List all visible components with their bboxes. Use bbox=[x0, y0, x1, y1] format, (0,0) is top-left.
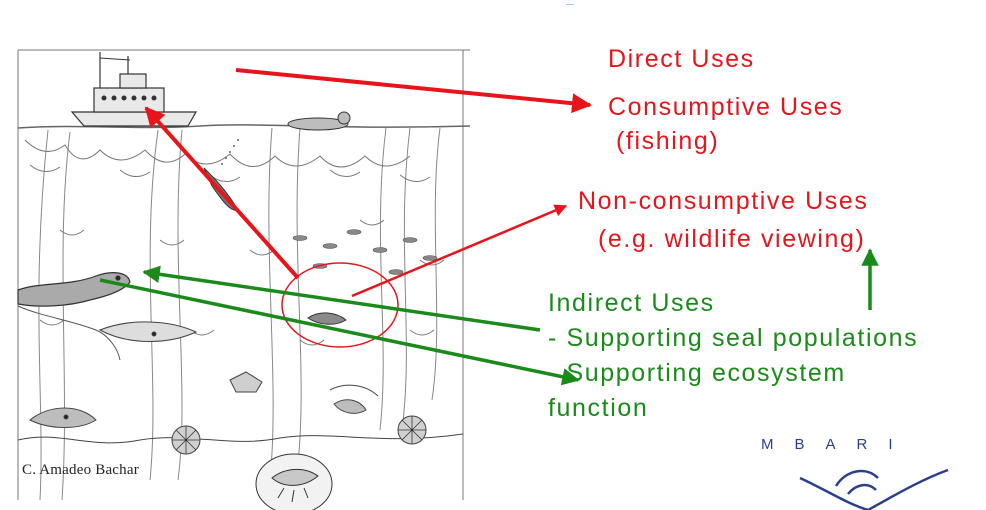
indirect-use-ecosystem-function-cont: function bbox=[548, 394, 649, 422]
sea-life-floor bbox=[29, 399, 427, 455]
indirect-use-arrows bbox=[99, 248, 879, 386]
indirect-use-seal-populations: - Supporting seal populations bbox=[548, 324, 919, 352]
large-fish bbox=[98, 321, 198, 342]
water-surface bbox=[17, 124, 471, 129]
sea-urchins bbox=[172, 416, 426, 454]
indirect-uses-heading: Indirect Uses bbox=[548, 289, 715, 317]
fishing-boat bbox=[70, 52, 198, 127]
non-consumptive-uses-example: (e.g. wildlife viewing) bbox=[598, 225, 866, 253]
consumptive-uses-label: Consumptive Uses bbox=[608, 93, 844, 121]
sketch-frame bbox=[17, 49, 470, 500]
direct-use-arrows bbox=[144, 68, 592, 298]
bubble-trail bbox=[221, 139, 239, 165]
artist-credit: C. Amadeo Bachar bbox=[22, 462, 139, 478]
consumptive-uses-example: (fishing) bbox=[616, 127, 720, 155]
fish-school bbox=[292, 229, 438, 275]
rocky-outcrop bbox=[17, 305, 121, 361]
slide-mark bbox=[566, 4, 574, 5]
mbari-logo-text: MBARI bbox=[761, 436, 914, 453]
amphipod-inset bbox=[255, 453, 333, 510]
foraging-otter bbox=[307, 312, 347, 325]
kelp-stipes bbox=[38, 127, 441, 501]
indirect-use-ecosystem-function: - Supporting ecosystem bbox=[548, 359, 846, 387]
harbor-seal bbox=[17, 272, 131, 307]
kelp-canopy bbox=[24, 139, 445, 346]
non-consumptive-uses-label: Non-consumptive Uses bbox=[578, 187, 869, 215]
direct-uses-heading: Direct Uses bbox=[608, 45, 755, 73]
sea-otter bbox=[287, 111, 351, 131]
highlight-circle bbox=[281, 262, 399, 348]
mbari-logo-mark bbox=[799, 468, 949, 510]
seafloor bbox=[17, 371, 464, 444]
